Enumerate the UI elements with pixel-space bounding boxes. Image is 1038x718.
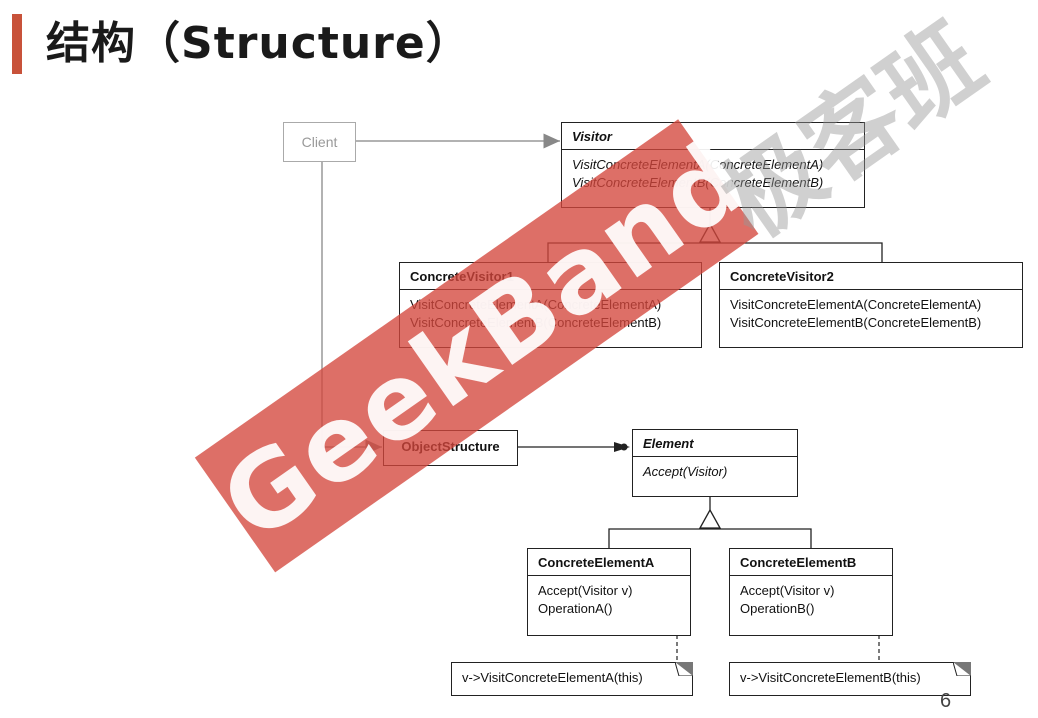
concrete-element-a-op: OperationA() (538, 601, 613, 616)
element-class: Element Accept(Visitor) (632, 429, 798, 497)
visitor-inheritance-bus (547, 242, 883, 262)
element-inheritance-bus (608, 528, 812, 548)
concrete-element-a-operations: Accept(Visitor v) OperationA() (528, 576, 690, 624)
client-to-objectstructure-line (321, 160, 382, 455)
visitor-op: VisitConcreteElementB(ConcreteElementB) (572, 175, 824, 190)
page-number: 6 (940, 690, 952, 712)
note-fold-icon (953, 662, 971, 676)
concrete-visitor-2-name: ConcreteVisitor2 (720, 263, 1022, 290)
concrete-visitor-2-class: ConcreteVisitor2 VisitConcreteElementA(C… (719, 262, 1023, 348)
concrete-element-b-name: ConcreteElementB (730, 549, 892, 576)
concrete-element-b-op: OperationB() (740, 601, 815, 616)
visitor-inheritance-triangle (698, 222, 722, 243)
client-box: Client (283, 122, 356, 162)
title-accent-bar (12, 14, 22, 74)
element-op: Accept(Visitor) (643, 464, 728, 479)
element-class-name: Element (633, 430, 797, 457)
element-inheritance-triangle (698, 508, 722, 529)
concrete-element-a-class: ConcreteElementA Accept(Visitor v) Opera… (527, 548, 691, 636)
element-operations: Accept(Visitor) (633, 457, 797, 487)
note-fold-icon (675, 662, 693, 676)
slide-title: 结构（Structure） (46, 18, 471, 69)
concrete-visitor-1-name: ConcreteVisitor1 (400, 263, 701, 290)
visitor-operations: VisitConcreteElementA(ConcreteElementA) … (562, 150, 864, 198)
concrete-element-b-op: Accept(Visitor v) (740, 583, 835, 598)
note-b: v->VisitConcreteElementB(this) (729, 662, 971, 696)
client-label: Client (301, 134, 338, 150)
visitor-class-name: Visitor (562, 123, 864, 150)
visitor-op: VisitConcreteElementA(ConcreteElementA) (572, 157, 824, 172)
concrete-element-a-name: ConcreteElementA (528, 549, 690, 576)
object-structure-class: ObjectStructure (383, 430, 518, 466)
note-b-text: v->VisitConcreteElementB(this) (740, 670, 921, 685)
visitor-class: Visitor VisitConcreteElementA(ConcreteEl… (561, 122, 865, 208)
concrete-element-a-op: Accept(Visitor v) (538, 583, 633, 598)
concrete-visitor-1-op: VisitConcreteElementA(ConcreteElementA) (410, 297, 662, 312)
concrete-visitor-1-op: VisitConcreteElementB(ConcreteElementB) (410, 315, 662, 330)
note-a: v->VisitConcreteElementA(this) (451, 662, 693, 696)
concrete-element-b-class: ConcreteElementB Accept(Visitor v) Opera… (729, 548, 893, 636)
concrete-visitor-2-op: VisitConcreteElementB(ConcreteElementB) (730, 315, 982, 330)
concrete-visitor-1-class: ConcreteVisitor1 VisitConcreteElementA(C… (399, 262, 702, 348)
object-structure-name: ObjectStructure (401, 439, 500, 454)
concrete-visitor-2-operations: VisitConcreteElementA(ConcreteElementA) … (720, 290, 1022, 338)
concrete-element-b-operations: Accept(Visitor v) OperationB() (730, 576, 892, 624)
concrete-visitor-1-operations: VisitConcreteElementA(ConcreteElementA) … (400, 290, 701, 338)
concrete-visitor-2-op: VisitConcreteElementA(ConcreteElementA) (730, 297, 982, 312)
note-a-text: v->VisitConcreteElementA(this) (462, 670, 643, 685)
